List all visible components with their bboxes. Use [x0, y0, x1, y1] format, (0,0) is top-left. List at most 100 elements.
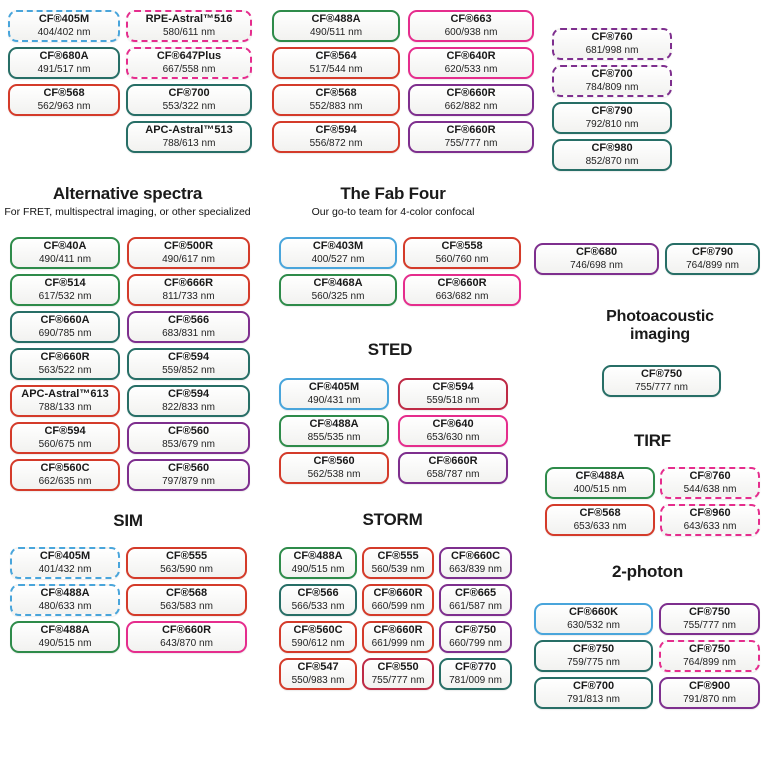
dye-spectra: 566/533 nm	[291, 600, 345, 612]
dye-spectra: 404/402 nm	[37, 26, 91, 38]
dye-spectra: 517/544 nm	[309, 63, 363, 75]
dye-spectra: 661/999 nm	[371, 637, 425, 649]
dye-spectra: 553/322 nm	[162, 100, 216, 112]
dye-spectra: 653/630 nm	[426, 431, 480, 443]
dye-spectra: 788/613 nm	[162, 137, 216, 149]
dye-name: CF®660R	[446, 124, 496, 137]
dye-spectra: 667/558 nm	[162, 63, 216, 75]
section-header-fab-four: The Fab Four Our go-to team for 4-color …	[268, 184, 518, 218]
section-header-2-photon: 2-photon	[535, 562, 760, 582]
dye-spectra: 491/517 nm	[37, 63, 91, 75]
dye-spectra: 658/787 nm	[426, 468, 480, 480]
dye-name: CF®663	[450, 13, 492, 26]
dye-spectra: 788/133 nm	[38, 401, 92, 413]
dye-name: CF®666R	[163, 277, 214, 290]
dye-spectra: 784/809 nm	[585, 81, 639, 93]
dye-spectra: 559/852 nm	[162, 364, 215, 376]
dye-spectra: 563/522 nm	[38, 364, 92, 376]
dye-name: CF®960	[689, 507, 731, 520]
dye-spectra: 560/760 nm	[435, 253, 489, 265]
dye-name: CF®700	[572, 680, 615, 693]
dye-spectra: 490/431 nm	[307, 394, 361, 406]
dye-name: CF®555	[165, 550, 208, 563]
section-subtitle-fab-four: Our go-to team for 4-color confocal	[311, 205, 475, 218]
section-header-alternative-spectra: Alternative spectra For FRET, multispect…	[0, 184, 255, 217]
section-title-sim: SIM	[113, 511, 143, 530]
dye-spectra: 660/799 nm	[449, 637, 502, 649]
dye-name: CF®790	[591, 105, 633, 118]
dye-spectra: 590/612 nm	[291, 637, 345, 649]
dye-spectra: 653/633 nm	[573, 520, 627, 532]
dye-spectra: 562/538 nm	[307, 468, 361, 480]
dye-name: CF®660K	[568, 606, 619, 619]
dye-spectra: 563/590 nm	[160, 563, 213, 575]
dye-name: CF®750	[640, 368, 683, 381]
dye-spectra: 792/810 nm	[585, 118, 639, 130]
dye-name: CF®680A	[39, 50, 89, 63]
dye-name: CF®560C	[293, 624, 343, 637]
dye-name: CF®750	[572, 643, 615, 656]
section-header-sted: STED	[270, 340, 510, 360]
dye-spectra: 755/777 nm	[635, 381, 688, 393]
section-title-2-photon: 2-photon	[611, 562, 684, 581]
dye-name: APC-Astral™613	[21, 388, 109, 401]
dye-spectra: 662/882 nm	[444, 100, 498, 112]
dye-name: CF®660R	[161, 624, 212, 637]
dye-name: CF®405M	[38, 13, 90, 26]
dye-name: CF®550	[377, 661, 419, 674]
section-title-alternative-spectra: Alternative spectra	[52, 184, 203, 203]
dye-name: CF®468A	[313, 277, 363, 290]
dye-name: CF®555	[377, 550, 419, 563]
dye-name: CF®594	[167, 388, 210, 401]
dye-name: CF®665	[454, 587, 497, 600]
dye-spectra: 663/682 nm	[435, 290, 489, 302]
dye-spectra: 791/813 nm	[567, 693, 620, 705]
dye-name: CF®660R	[373, 587, 423, 600]
dye-name: CF®640	[432, 418, 474, 431]
dye-name: CF®594	[44, 425, 86, 438]
section-title-sted: STED	[367, 340, 413, 359]
